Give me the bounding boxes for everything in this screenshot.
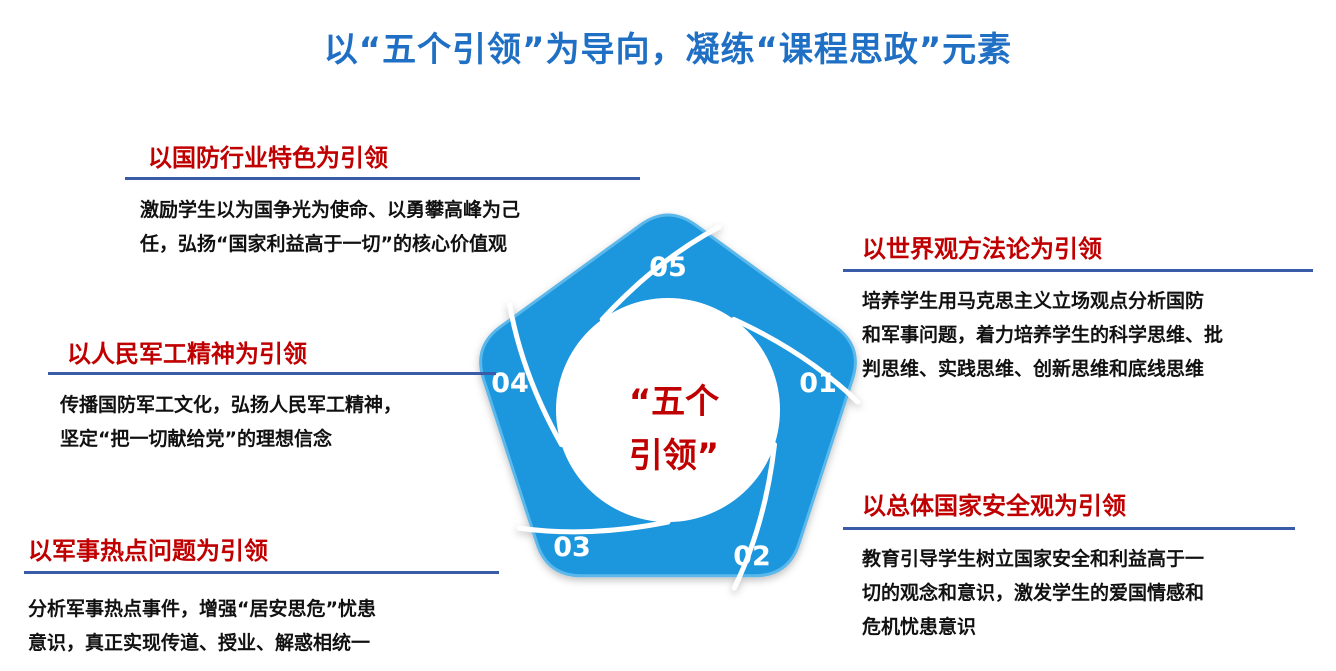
center-label-line-1: “五个	[628, 382, 720, 422]
center-label: “五个 引领”	[558, 375, 790, 483]
heading-military-hotspots: 以军事热点问题为引领	[28, 537, 268, 565]
rule-national-security	[843, 527, 1295, 530]
segment-number-03: 03	[553, 532, 591, 563]
desc-national-defense: 激励学生以为国争光为使命、以勇攀高峰为己 任，弘扬“国家利益高于一切”的核心价值…	[140, 193, 520, 261]
desc-line: 危机忧患意识	[862, 616, 977, 638]
desc-line: 传播国防军工文化，弘扬人民军工精神，	[60, 394, 403, 416]
desc-military-spirit: 传播国防军工文化，弘扬人民军工精神， 坚定“把一切献给党”的理想信念	[60, 388, 402, 456]
desc-line: 分析军事热点事件，增强“居安思危”忧患	[28, 598, 376, 620]
heading-worldview: 以世界观方法论为引领	[862, 235, 1102, 263]
desc-line: 坚定“把一切献给党”的理想信念	[60, 428, 332, 450]
segment-number-01: 01	[799, 368, 837, 399]
page-title: 以“五个引领”为导向，凝练“课程思政”元素	[323, 30, 1013, 70]
segment-seam	[599, 224, 722, 322]
desc-line: 培养学生用马克思主义立场观点分析国防	[862, 290, 1205, 312]
desc-line: 切的观念和意识，激发学生的爱国情感和	[862, 582, 1205, 604]
rule-military-hotspots	[24, 571, 499, 574]
heading-national-defense: 以国防行业特色为引领	[148, 144, 388, 172]
desc-military-hotspots: 分析军事热点事件，增强“居安思危”忧患 意识，真正实现传道、授业、解惑相统一	[28, 592, 376, 660]
rule-worldview	[843, 269, 1313, 272]
desc-line: 判思维、实践思维、创新思维和底线思维	[862, 358, 1205, 380]
segment-number-05: 05	[649, 252, 687, 283]
desc-line: 和军事问题，着力培养学生的科学思维、批	[862, 324, 1224, 346]
segment-number-02: 02	[733, 541, 771, 572]
desc-line: 教育引导学生树立国家安全和利益高于一	[862, 548, 1205, 570]
pentagon-shape	[479, 213, 861, 591]
segment-seam	[731, 442, 777, 591]
segment-seam	[516, 519, 671, 535]
pentagon-center-hole	[556, 298, 780, 522]
segment-seam	[731, 316, 861, 405]
segment-seam	[507, 302, 564, 448]
center-label-line-2: 引领”	[628, 436, 720, 476]
rule-military-spirit	[48, 372, 496, 375]
rule-national-defense	[125, 177, 640, 180]
pentagon-segment-seams	[507, 224, 861, 591]
segment-number-04: 04	[491, 368, 529, 399]
desc-worldview: 培养学生用马克思主义立场观点分析国防 和军事问题，着力培养学生的科学思维、批 判…	[862, 284, 1223, 386]
heading-military-spirit: 以人民军工精神为引领	[67, 340, 307, 368]
desc-line: 意识，真正实现传道、授业、解惑相统一	[28, 632, 371, 654]
desc-national-security: 教育引导学生树立国家安全和利益高于一 切的观念和意识，激发学生的爱国情感和 危机…	[862, 542, 1204, 644]
desc-line: 激励学生以为国争光为使命、以勇攀高峰为己	[140, 199, 521, 221]
heading-national-security: 以总体国家安全观为引领	[862, 492, 1126, 520]
desc-line: 任，弘扬“国家利益高于一切”的核心价值观	[140, 233, 507, 255]
